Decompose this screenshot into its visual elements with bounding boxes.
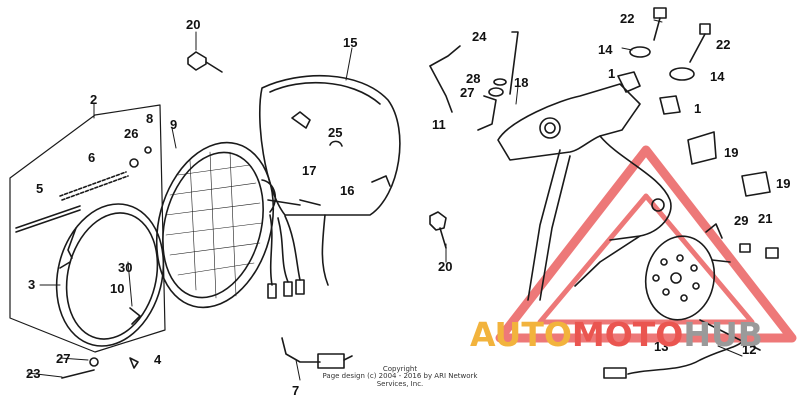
callout-20[interactable]: 20 (186, 17, 201, 32)
callout-17[interactable]: 17 (302, 163, 317, 178)
callout-16[interactable]: 16 (340, 183, 355, 198)
watermark-moto: MOTO (571, 315, 684, 354)
headlight-case (259, 74, 401, 286)
bolt-23 (61, 369, 95, 379)
callout-1[interactable]: 1 (608, 66, 616, 81)
bolt-20-lower (429, 211, 447, 249)
callout-10[interactable]: 10 (110, 281, 125, 296)
callout-7[interactable]: 7 (292, 383, 300, 398)
group-frame-2 (9, 104, 166, 353)
nut-4 (129, 357, 139, 369)
callout-9[interactable]: 9 (170, 117, 178, 132)
callout-15[interactable]: 15 (343, 35, 358, 50)
headlight-rim (55, 203, 165, 347)
spring-30 (129, 307, 141, 325)
callout-8[interactable]: 8 (146, 111, 154, 126)
watermark-triangle (495, 145, 797, 343)
bolt-24-assembly (429, 31, 519, 131)
callout-20[interactable]: 20 (438, 259, 453, 274)
callout-6[interactable]: 6 (88, 150, 96, 165)
callout-28[interactable]: 28 (466, 71, 481, 86)
wire-12 (603, 319, 761, 379)
watermark-logo: AUTOMOTOHUB (470, 318, 763, 351)
callout-1[interactable]: 1 (694, 101, 702, 116)
watermark-hub: HUB (683, 315, 763, 354)
callout-21[interactable]: 21 (758, 211, 773, 226)
mounting-stay (497, 83, 672, 301)
callout-14[interactable]: 14 (598, 42, 613, 57)
callout-27[interactable]: 27 (460, 85, 475, 100)
leader-lines (27, 19, 743, 381)
washer-27 (89, 357, 99, 367)
callout-25[interactable]: 25 (328, 125, 343, 140)
callout-3[interactable]: 3 (28, 277, 36, 292)
callout-29[interactable]: 29 (734, 213, 749, 228)
small-parts-right (617, 7, 779, 259)
callout-26[interactable]: 26 (124, 126, 139, 141)
callout-30[interactable]: 30 (118, 260, 133, 275)
copyright-line-2: Page design (c) 2004 - 2016 by ARI Netwo… (322, 372, 478, 388)
lens-wires (267, 214, 305, 299)
callout-19[interactable]: 19 (724, 145, 739, 160)
callout-12[interactable]: 12 (742, 342, 757, 357)
bolt-20-top (187, 51, 223, 73)
callout-2[interactable]: 2 (90, 92, 98, 107)
callout-22[interactable]: 22 (620, 11, 635, 26)
callout-23[interactable]: 23 (26, 366, 41, 381)
callout-19[interactable]: 19 (776, 176, 791, 191)
connector-7 (281, 337, 353, 369)
callout-18[interactable]: 18 (514, 75, 529, 90)
sealed-beam-lens (155, 141, 301, 309)
callout-24[interactable]: 24 (472, 29, 487, 44)
adjust-screws (15, 146, 152, 233)
watermark-auto: AUTO (470, 315, 572, 354)
callout-11[interactable]: 11 (432, 117, 446, 132)
callout-22[interactable]: 22 (716, 37, 731, 52)
copyright-notice: Copyright Page design (c) 2004 - 2016 by… (310, 365, 490, 388)
horn (644, 223, 731, 321)
copyright-line-1: Copyright (382, 365, 418, 373)
callout-5[interactable]: 5 (36, 181, 44, 196)
callout-13[interactable]: 13 (654, 339, 669, 354)
callout-4[interactable]: 4 (154, 352, 162, 367)
callout-27[interactable]: 27 (56, 351, 71, 366)
callout-14[interactable]: 14 (710, 69, 725, 84)
